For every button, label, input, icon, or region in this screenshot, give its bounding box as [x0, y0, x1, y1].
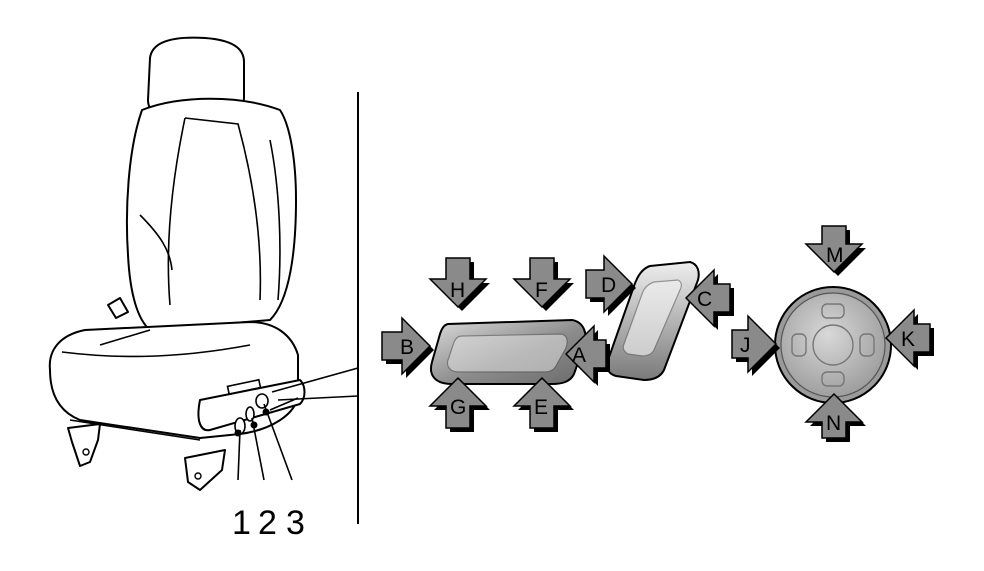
arrow-label-k: K — [901, 328, 915, 351]
arrow-label-h: H — [450, 279, 465, 302]
arrow-label-f: F — [535, 279, 548, 302]
callout-3: 3 — [286, 504, 305, 542]
arrow-label-c: C — [697, 288, 712, 311]
arrow-label-e: E — [534, 396, 548, 419]
seat-illustration — [48, 36, 306, 491]
arrow-g: G — [428, 376, 490, 432]
arrow-d: D — [585, 254, 636, 316]
arrow-m: M — [804, 225, 866, 276]
arrow-e: E — [512, 376, 574, 432]
arrow-label-n: N — [826, 412, 841, 435]
arrow-n: N — [804, 392, 866, 442]
zoom-guide — [271, 92, 359, 524]
arrow-label-g: G — [450, 396, 466, 419]
arrow-j: J — [731, 314, 780, 376]
arrow-h: H — [428, 257, 490, 311]
arrow-b: B — [381, 316, 434, 378]
arrow-label-m: M — [826, 244, 844, 267]
arrow-label-a: A — [572, 344, 586, 367]
arrow-label-j: J — [740, 334, 751, 357]
callout-2: 2 — [258, 504, 277, 542]
arrow-c: C — [684, 268, 734, 330]
seatback-switch-inset — [622, 279, 682, 357]
lumbar-switch — [774, 286, 892, 404]
arrow-k: K — [884, 308, 934, 370]
arrow-label-b: B — [400, 336, 414, 359]
callout-1: 1 — [232, 504, 251, 542]
seat-cushion-switch-inset — [446, 333, 568, 373]
arrow-a: A — [564, 324, 610, 386]
arrow-f: F — [512, 257, 574, 311]
arrow-label-d: D — [601, 274, 616, 297]
